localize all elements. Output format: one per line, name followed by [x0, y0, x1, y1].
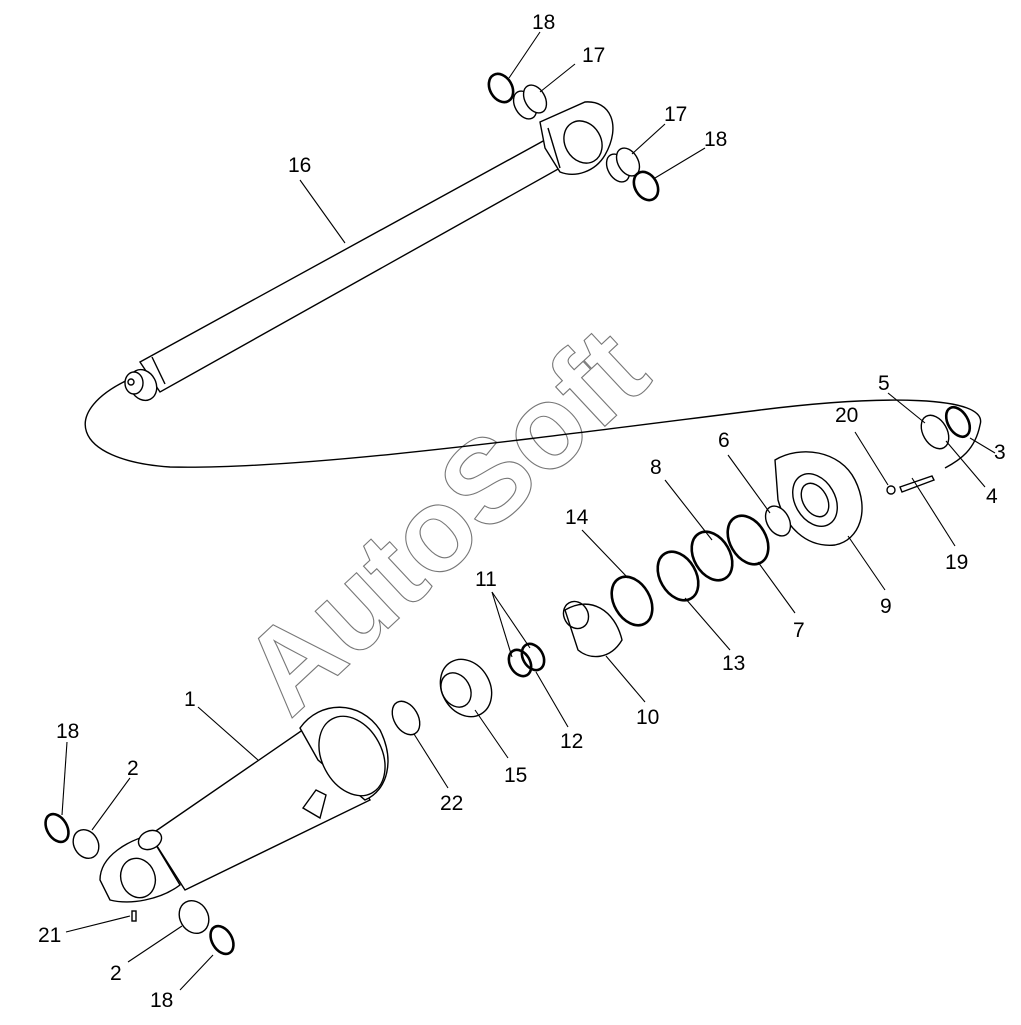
callout-14: 14	[565, 506, 589, 529]
callout-3: 3	[994, 441, 1006, 464]
callout-17-right: 17	[664, 103, 687, 126]
callout-16: 16	[288, 154, 311, 177]
callout-8: 8	[650, 456, 662, 479]
callout-19: 19	[945, 551, 968, 574]
callout-6: 6	[718, 429, 730, 452]
leader-lines	[61, 31, 996, 991]
callout-22: 22	[440, 792, 463, 815]
callout-9: 9	[880, 595, 892, 618]
callout-4: 4	[986, 485, 998, 508]
callout-18-top: 18	[532, 11, 555, 34]
callout-12: 12	[560, 730, 583, 753]
callout-17-top: 17	[582, 44, 605, 67]
callout-11: 11	[475, 568, 497, 591]
callout-1: 1	[184, 688, 196, 711]
cylinder-head	[774, 451, 863, 546]
callout-13: 13	[722, 652, 745, 675]
callout-20: 20	[835, 404, 858, 427]
callout-21: 21	[38, 924, 61, 947]
piston-rod	[124, 101, 614, 402]
callout-labels: 18 17 17 18 16 5 3 20 4 6 19 8 14 9 7 11…	[38, 11, 1006, 1012]
callout-18-left: 18	[56, 720, 79, 743]
callout-18-right: 18	[704, 128, 727, 151]
grouping-loop	[84, 377, 982, 469]
callout-18-bottom: 18	[150, 989, 173, 1012]
callout-10: 10	[636, 706, 659, 729]
rings-and-seals	[44, 405, 972, 956]
callout-15: 15	[504, 764, 527, 787]
callout-5: 5	[878, 372, 890, 395]
callout-2-left: 2	[127, 757, 139, 780]
callout-7: 7	[793, 619, 805, 642]
cylinder-barrel	[99, 706, 389, 903]
callout-2-bottom: 2	[110, 962, 122, 985]
